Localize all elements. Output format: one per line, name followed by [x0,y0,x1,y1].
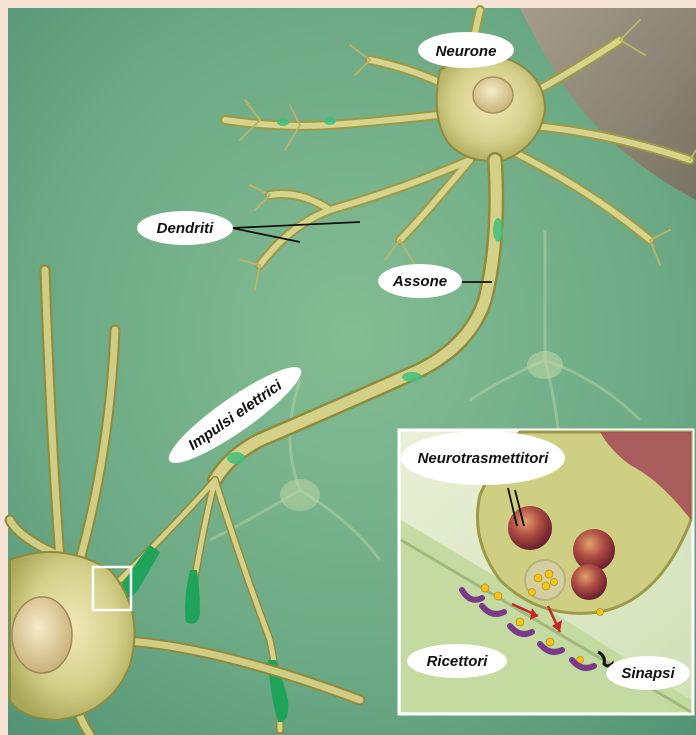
vesicle-3 [571,564,607,600]
label-sinapsi-text: Sinapsi [621,665,675,682]
label-dendriti-text: Dendriti [157,220,215,237]
label-neurotrasmettitori-text: Neurotrasmettitori [418,450,550,467]
label-ricettori-text: Ricettori [427,653,489,670]
label-neurone: Neurone [418,32,514,68]
label-assone: Assone [378,264,462,298]
faint-soma-2 [280,479,320,511]
vesicle-2 [573,529,615,571]
label-dendriti: Dendriti [137,211,233,245]
faint-soma [527,351,563,379]
label-neurone-text: Neurone [436,43,497,60]
label-ricettori: Ricettori [407,644,507,678]
nucleus [473,77,513,113]
left-neuron-nucleus [12,597,72,673]
label-neurotrasmettitori: Neurotrasmettitori [401,431,565,485]
label-sinapsi: Sinapsi [606,656,690,690]
label-assone-text: Assone [392,273,447,290]
